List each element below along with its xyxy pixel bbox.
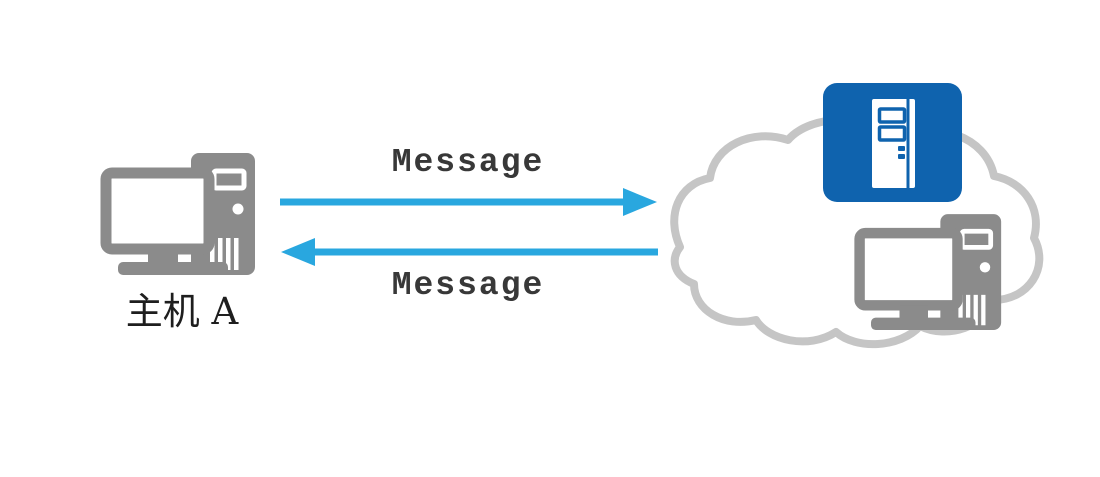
host-a-computer-icon [98,152,258,278]
message-top-label: Message [391,144,545,181]
host-a-label: 主机 A [125,290,239,333]
server-icon [823,83,962,202]
arrow-right-icon [280,188,657,216]
arrow-left-icon [281,238,658,266]
remote-computer-icon [852,213,1004,333]
message-bottom-label: Message [391,267,545,304]
